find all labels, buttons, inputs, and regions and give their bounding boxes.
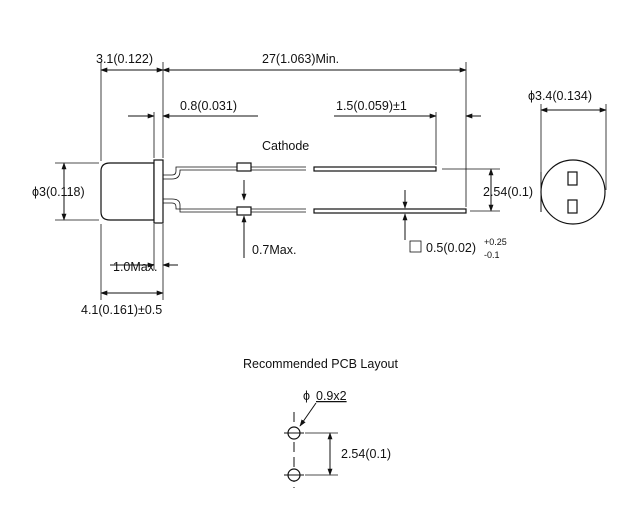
- square-symbol-icon: [409, 240, 422, 253]
- lead-upper-long: [251, 166, 306, 171]
- flange-diameter-label: ϕ3.4(0.134): [528, 89, 592, 103]
- body-diameter-label: ϕ3(0.118): [32, 185, 85, 199]
- lead-upper-kink: [236, 162, 252, 172]
- led-flange: [153, 159, 164, 224]
- lead-lower: [163, 198, 237, 213]
- pcb-hole-phi: ϕ: [303, 389, 310, 403]
- pcb-layout: Recommended PCB Layout ϕ 0.9x2 2.54(0.1): [243, 357, 398, 488]
- pcb-layout-title: Recommended PCB Layout: [243, 357, 398, 371]
- lead-upper-stub: [313, 166, 437, 172]
- lead-offset-label: 0.8(0.031): [180, 99, 237, 113]
- pcb-hole-spec: 0.9x2: [316, 389, 347, 403]
- led-lens-body: [100, 162, 155, 221]
- cathode-label: Cathode: [262, 139, 309, 153]
- kink-depth-label: 0.7Max.: [252, 243, 296, 257]
- lead-lower-long: [251, 208, 306, 213]
- pcb-hole-pitch-label: 2.54(0.1): [341, 447, 391, 461]
- lens-length-label: 3.1(0.122): [96, 52, 153, 66]
- lead-end-lower: [567, 199, 578, 214]
- flange-thickness-label: 1.0Max.: [113, 260, 157, 274]
- lead-upper: [163, 166, 237, 180]
- lead-section-tol-lower: -0.1: [484, 250, 500, 260]
- lead-end-upper: [567, 171, 578, 186]
- lead-section-label: 0.5(0.02): [426, 241, 476, 255]
- lead-section-tol-upper: +0.25: [484, 237, 507, 247]
- lead-lower-stub: [313, 208, 467, 214]
- led-side-view: 3.1(0.122) 27(1.063)Min. 0.8(0.031) 1.5(…: [32, 52, 533, 317]
- lead-end-label: 1.5(0.059)±1: [336, 99, 407, 113]
- overall-body-length-label: 4.1(0.161)±0.5: [81, 303, 162, 317]
- lead-length-label: 27(1.063)Min.: [262, 52, 339, 66]
- lead-lower-kink: [236, 206, 252, 216]
- led-flange-circle: [540, 159, 606, 225]
- led-end-view: ϕ3.4(0.134): [528, 89, 607, 225]
- lead-spacing-label: 2.54(0.1): [483, 185, 533, 199]
